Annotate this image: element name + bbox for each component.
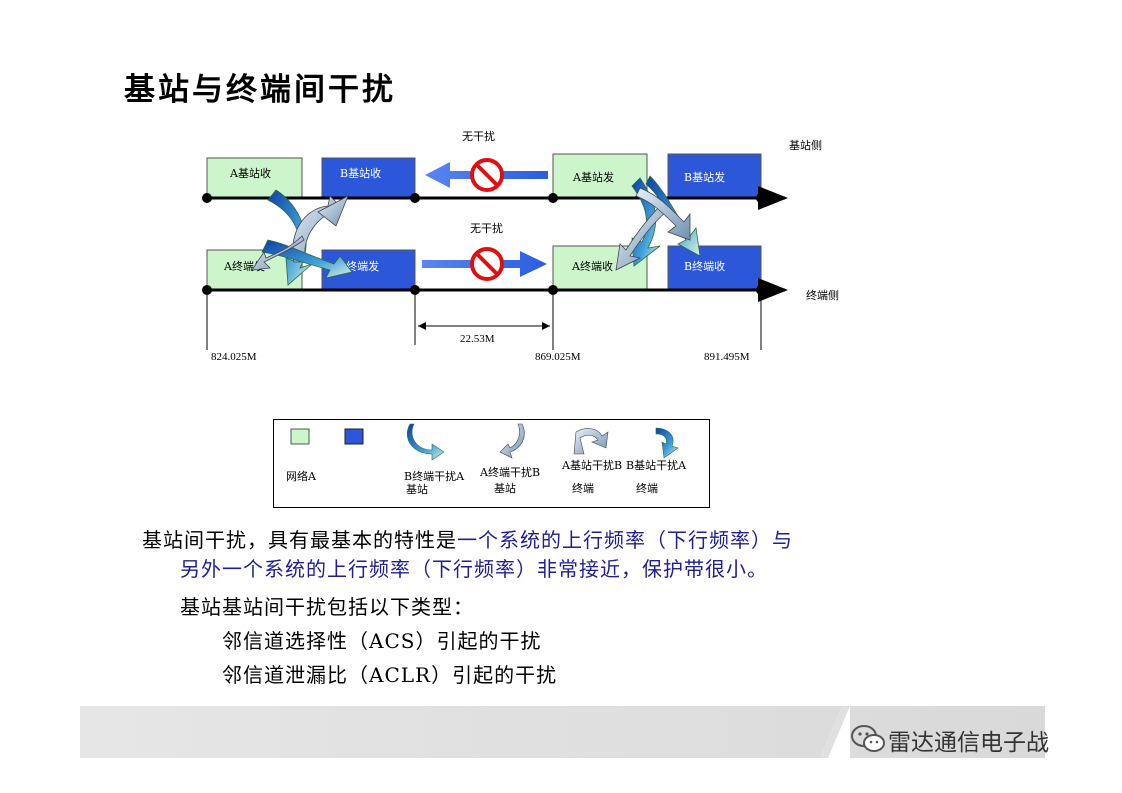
body-line-1-b: 一个系统的上行频率（下行频率）与 (457, 528, 793, 552)
legend-swatch-network-a (290, 428, 310, 445)
block-b-term-rx (667, 245, 762, 291)
legend-label-b-base-a-term-1: B基站干扰A (626, 458, 687, 472)
legend-label-b-term-a-base-2: 基站 (406, 482, 428, 496)
legend-arrow-b-term-a-base-icon (406, 423, 445, 461)
no-interference-bottom-label: 无干扰 (470, 221, 503, 235)
body-line-1-a: 基站间干扰，具有最基本的特性是 (142, 528, 457, 552)
freq-label-1: 824.025M (211, 351, 257, 363)
prohibit-icon (470, 247, 504, 281)
interference-diagram: A基站收 B基站收 A基站发 B基站发 A终端发 B终端发 A终端收 B终端收 … (202, 129, 839, 363)
body-line-3: 基站基站间干扰包括以下类型： (180, 595, 474, 619)
footer-divider (820, 706, 850, 758)
legend-arrow-a-base-b-term-icon (573, 428, 609, 455)
legend-label-a-term-b-base-2: 基站 (494, 481, 516, 495)
label-a-base-rx: A基站收 (229, 166, 271, 180)
gap-label: 22.53M (460, 333, 495, 345)
legend: 网络A B终端干扰A 基站 A终端干扰B 基站 A基站干扰B 终端 B基站干扰A… (273, 419, 710, 508)
interference-arrows-right (615, 175, 701, 271)
terminal-side-label: 终端侧 (806, 288, 839, 302)
legend-arrow-a-term-b-base-icon (499, 423, 525, 459)
block-a-base-tx (552, 153, 648, 199)
label-a-base-tx: A基站发 (572, 170, 614, 184)
body-line-4: 邻信道选择性（ACS）引起的干扰 (222, 629, 542, 653)
legend-label-a-term-b-base-1: A终端干扰B (479, 465, 540, 479)
base-side-label: 基站侧 (789, 138, 822, 152)
label-a-term-rx: A终端收 (571, 259, 613, 273)
interference-arrows-left (251, 189, 353, 286)
body-line-5: 邻信道泄漏比（ACLR）引起的干扰 (222, 663, 558, 687)
wechat-icon (851, 725, 885, 752)
legend-arrow-b-base-a-term-icon (655, 427, 679, 459)
legend-label-network-a: 网络A (286, 469, 317, 483)
legend-label-a-base-b-term-2: 终端 (572, 481, 594, 495)
no-interference-top-label: 无干扰 (462, 129, 495, 143)
legend-label-a-base-b-term-1: A基站干扰B (561, 458, 622, 472)
label-b-term-rx: B终端收 (684, 259, 725, 273)
footer-bar (80, 706, 1045, 758)
body-line-1: 基站间干扰，具有最基本的特性是一个系统的上行频率（下行频率）与 (142, 524, 793, 553)
freq-label-2: 869.025M (535, 351, 581, 363)
footer-brand: 雷达通信电子战 (888, 730, 1049, 756)
prohibit-icon (470, 158, 504, 192)
block-b-base-tx (667, 153, 762, 199)
block-a-base-rx (206, 157, 303, 199)
label-b-base-rx: B基站收 (340, 166, 381, 180)
frequency-guides (206, 290, 762, 350)
legend-label-b-base-a-term-2: 终端 (636, 481, 658, 495)
legend-swatch-network-b (344, 428, 364, 445)
legend-graphics: 网络A B终端干扰A 基站 A终端干扰B 基站 A基站干扰B 终端 B基站干扰A… (286, 423, 687, 496)
legend-label-b-term-a-base-1: B终端干扰A (404, 469, 465, 483)
freq-label-3: 891.495M (704, 351, 750, 363)
block-b-base-rx (321, 157, 416, 199)
body-line-2: 另外一个系统的上行频率（下行频率）非常接近，保护带很小。 (180, 557, 768, 581)
page-title: 基站与终端间干扰 (124, 72, 396, 108)
label-b-base-tx: B基站发 (684, 170, 725, 184)
